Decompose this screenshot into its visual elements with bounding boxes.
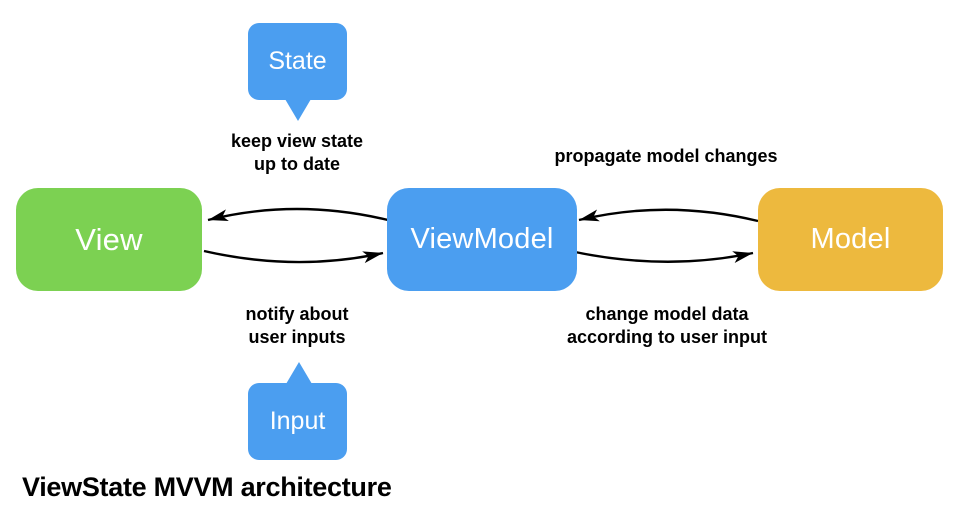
edge-label-line: propagate model changes [554,146,778,166]
arrow-view-to-viewmodel [203,249,384,264]
node-view-label: View [75,221,143,257]
node-viewmodel-label: ViewModel [410,223,554,255]
node-view: View [16,188,202,291]
arrow-model-to-viewmodel [578,208,759,223]
callout-input-tail [286,362,312,384]
edge-label-line: according to user input [566,327,768,347]
callout-state-label: State [268,47,327,75]
callout-input-bubble: Input [248,383,347,460]
edge-label-keep-view-state: keep view state up to date [231,130,363,176]
edge-label-notify-inputs: notify about user inputs [246,303,349,349]
arrow-viewmodel-to-view [207,207,389,222]
edge-label-change-model-data: change model data according to user inpu… [567,303,767,349]
edge-label-line: up to date [253,154,340,174]
callout-state-tail [285,99,311,121]
node-model: Model [758,188,943,291]
callout-input-label: Input [269,407,326,435]
edge-label-line: change model data [585,304,749,324]
edge-label-line: user inputs [248,327,346,347]
edge-label-line: keep view state [230,131,364,151]
edge-label-propagate-changes: propagate model changes [554,145,777,168]
diagram-title: ViewState MVVM architecture [22,472,392,502]
arrow-viewmodel-to-model [574,250,754,263]
node-model-label: Model [810,223,891,255]
node-viewmodel: ViewModel [387,188,577,291]
callout-state-bubble: State [248,23,347,100]
edge-label-line: notify about [245,304,349,324]
